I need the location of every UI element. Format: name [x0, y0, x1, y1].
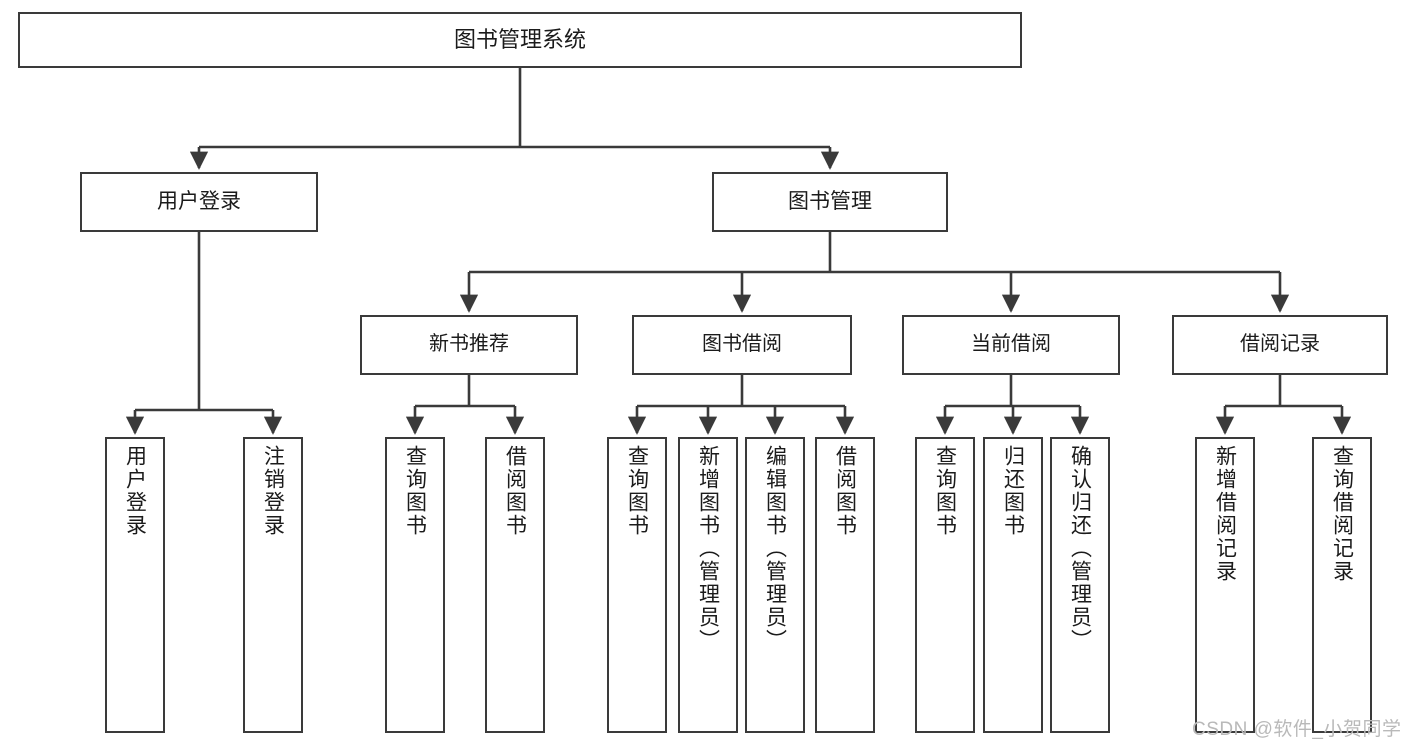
node-leaf-query-borrow-record-label: 查询借阅记录 [1330, 445, 1354, 583]
node-leaf-edit-book-admin-label: 编辑图书（管理员） [763, 445, 787, 652]
node-book-borrow[interactable]: 图书借阅 [632, 315, 852, 375]
node-leaf-edit-book-admin[interactable]: 编辑图书（管理员） [745, 437, 805, 733]
node-root[interactable]: 图书管理系统 [18, 12, 1022, 68]
node-borrow-record-label: 借阅记录 [1240, 333, 1320, 356]
node-book-manage-label: 图书管理 [788, 189, 872, 213]
node-new-book-recommend-label: 新书推荐 [429, 333, 509, 356]
node-leaf-confirm-return-admin-label: 确认归还（管理员） [1068, 445, 1092, 652]
node-leaf-confirm-return-admin[interactable]: 确认归还（管理员） [1050, 437, 1110, 733]
node-current-borrow-label: 当前借阅 [971, 333, 1051, 356]
node-leaf-query-borrow-record[interactable]: 查询借阅记录 [1312, 437, 1372, 733]
node-leaf-borrow-book-recommend-label: 借阅图书 [503, 445, 527, 537]
node-leaf-borrow-book-recommend[interactable]: 借阅图书 [485, 437, 545, 733]
node-leaf-query-book-borrow-label: 查询图书 [625, 445, 649, 537]
node-leaf-user-login[interactable]: 用户登录 [105, 437, 165, 733]
node-leaf-add-borrow-record[interactable]: 新增借阅记录 [1195, 437, 1255, 733]
node-root-label: 图书管理系统 [453, 27, 586, 53]
node-new-book-recommend[interactable]: 新书推荐 [360, 315, 578, 375]
node-leaf-borrow-book-borrow-label: 借阅图书 [833, 445, 857, 537]
node-leaf-add-borrow-record-label: 新增借阅记录 [1213, 445, 1237, 583]
node-leaf-logout-login-label: 注销登录 [261, 445, 285, 537]
node-leaf-query-book-current[interactable]: 查询图书 [915, 437, 975, 733]
node-leaf-return-book-label: 归还图书 [1001, 445, 1025, 537]
node-leaf-add-book-admin-label: 新增图书（管理员） [696, 445, 720, 652]
node-user-login-label: 用户登录 [157, 189, 241, 213]
node-user-login[interactable]: 用户登录 [80, 172, 318, 232]
node-leaf-add-book-admin[interactable]: 新增图书（管理员） [678, 437, 738, 733]
csdn-watermark: CSDN @软件_小贺同学 [1192, 719, 1402, 740]
node-leaf-logout-login[interactable]: 注销登录 [243, 437, 303, 733]
node-current-borrow[interactable]: 当前借阅 [902, 315, 1120, 375]
node-leaf-borrow-book-borrow[interactable]: 借阅图书 [815, 437, 875, 733]
node-leaf-query-book-recommend[interactable]: 查询图书 [385, 437, 445, 733]
node-leaf-return-book[interactable]: 归还图书 [983, 437, 1043, 733]
node-borrow-record[interactable]: 借阅记录 [1172, 315, 1388, 375]
node-leaf-user-login-label: 用户登录 [123, 445, 147, 537]
node-leaf-query-book-recommend-label: 查询图书 [403, 445, 427, 537]
node-book-manage[interactable]: 图书管理 [712, 172, 948, 232]
node-leaf-query-book-current-label: 查询图书 [933, 445, 957, 537]
node-book-borrow-label: 图书借阅 [702, 333, 782, 356]
node-leaf-query-book-borrow[interactable]: 查询图书 [607, 437, 667, 733]
